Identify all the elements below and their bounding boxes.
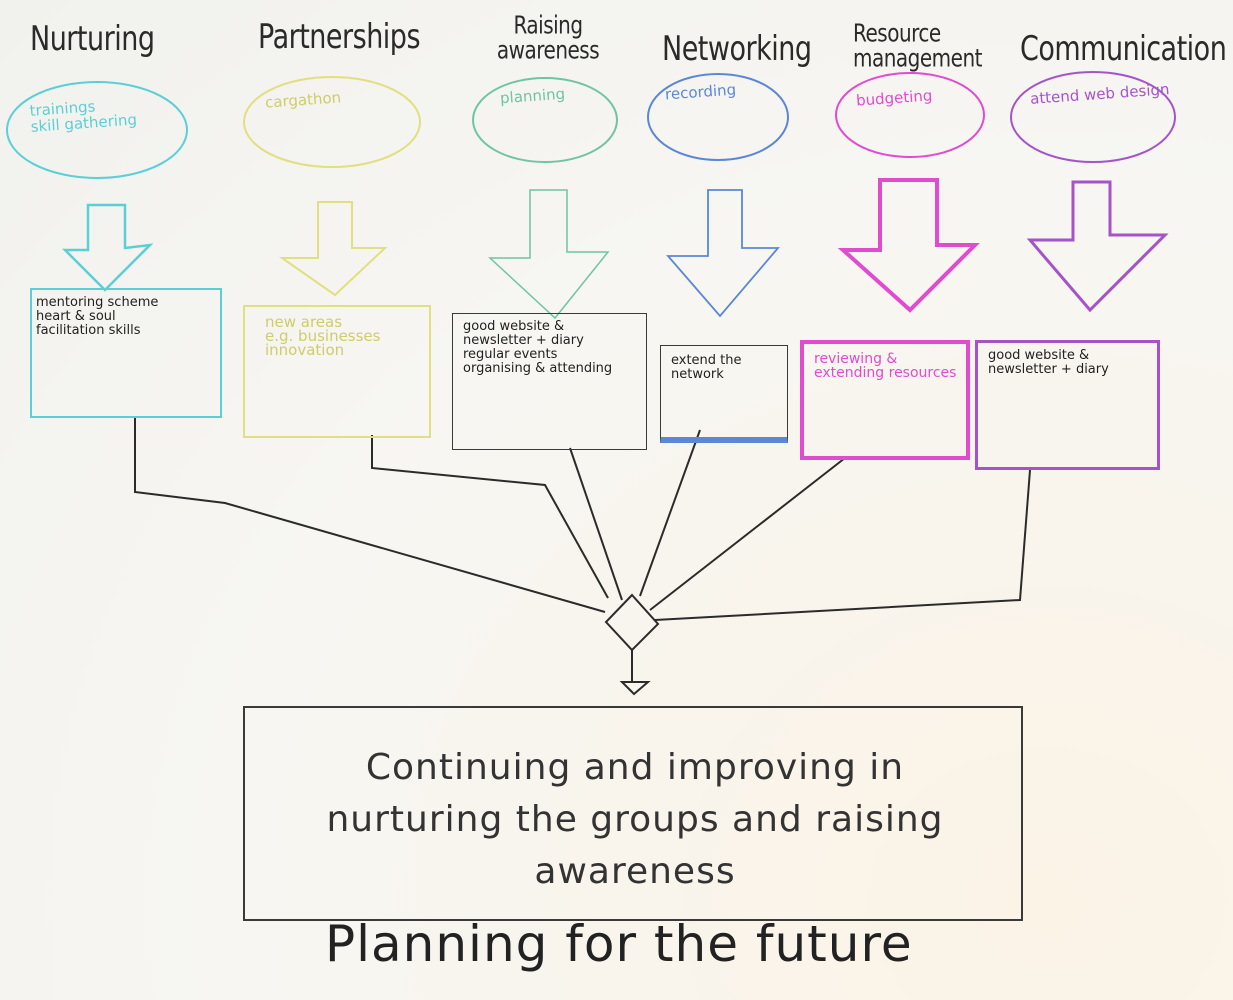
conclusion-box: Continuing and improving in nurturing th… <box>243 706 1023 921</box>
heading-resource-management-text: Resource management <box>853 17 982 73</box>
heading-raising-awareness-text: Raising awareness <box>496 9 600 65</box>
box-text-communication: good website & newsletter + diary <box>988 348 1109 377</box>
box-communication: good website & newsletter + diary <box>975 340 1160 470</box>
connector-networking <box>639 429 701 597</box>
arrow-partnerships <box>278 201 388 297</box>
arrow-communication <box>1026 180 1169 313</box>
oval-networking <box>647 73 789 161</box>
box-networking: extend the network <box>660 345 788 443</box>
box-resource-management: reviewing & extending resources <box>800 340 970 460</box>
box-text-resource-management: reviewing & extending resources <box>814 351 957 381</box>
heading-nurturing: Nurturing <box>30 20 155 59</box>
oval-partnerships <box>243 76 421 168</box>
box-text-partnerships: new areas e.g. businesses innovation <box>265 313 381 359</box>
connector-nurturing <box>134 418 606 613</box>
box-text-nurturing: mentoring scheme heart & soul facilitati… <box>36 295 159 338</box>
heading-communication: Communication <box>1020 30 1227 69</box>
merge-diamond <box>604 593 660 652</box>
box-nurturing: mentoring scheme heart & soul facilitati… <box>30 288 222 418</box>
connector-communication <box>654 469 1031 621</box>
arrow-raising-awareness <box>488 189 610 320</box>
oval-nurturing <box>6 81 188 179</box>
box-raising-awareness: good website & newsletter + diary regula… <box>452 313 647 450</box>
box-partnerships: new areas e.g. businesses innovation <box>243 305 431 438</box>
arrow-resource-management <box>837 178 980 313</box>
connector-raising-awareness <box>569 447 623 601</box>
page-title: Planning for the future <box>325 915 913 973</box>
heading-raising-awareness: Raising awareness <box>478 12 618 62</box>
oval-communication <box>1010 71 1176 163</box>
connector-resource-management <box>649 457 846 611</box>
merge-arrowhead <box>619 681 651 696</box>
box-text-raising-awareness: good website & newsletter + diary regula… <box>463 319 613 376</box>
arrow-nurturing <box>61 203 154 292</box>
oval-text-raising-awareness: planning <box>499 84 566 108</box>
arrow-networking <box>666 189 780 318</box>
heading-partnerships: Partnerships <box>258 18 421 57</box>
conclusion-text: Continuing and improving in nurturing th… <box>326 747 944 892</box>
oval-raising-awareness <box>472 77 618 163</box>
connector-partnerships <box>371 435 609 599</box>
oval-resource-management <box>835 72 985 158</box>
heading-networking: Networking <box>662 30 812 69</box>
heading-resource-management: Resource management <box>853 20 983 70</box>
box-text-networking: extend the network <box>671 353 742 382</box>
